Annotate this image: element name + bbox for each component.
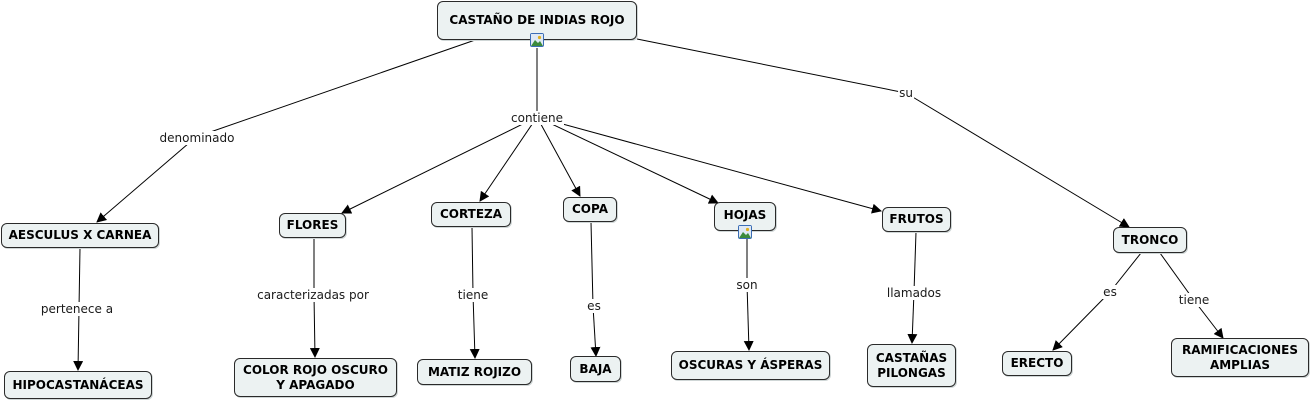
arrow-contiene-frutos [536,116,882,214]
arrow-su-tronco [905,92,1130,228]
link-label-tiene-tronco: tiene [1177,293,1211,307]
arrow-llamados-castanas [907,291,918,344]
arrow-tiene-matiz [469,293,480,359]
image-icon[interactable] [530,33,544,47]
link-label-es-copa: es [586,299,602,313]
concept-aesculus-x-carnea[interactable]: AESCULUS X CARNEA [1,223,159,248]
concept-baja[interactable]: BAJA [570,356,621,382]
link-label-es-tronco: es [1102,285,1118,299]
arrow-es-baja [590,305,601,357]
line-root-su [636,38,907,94]
link-label-pertenece: pertenece a [39,302,115,316]
line-tronco-tiene [1159,252,1194,300]
arrow-caracterizadas-color [309,294,320,358]
concept-flores[interactable]: FLORES [279,213,346,238]
line-root-denominado [195,38,479,138]
link-label-su: su [898,86,914,100]
arrow-es-erecto [1052,291,1111,351]
concept-corteza[interactable]: CORTEZA [431,202,511,227]
arrow-denominado-aesculus [96,136,197,223]
link-label-contiene: contiene [510,111,564,125]
line-aesculus-pertenece [78,247,81,310]
concept-matiz-rojizo[interactable]: MATIZ ROJIZO [417,359,532,385]
line-frutos-llamados [913,231,917,293]
concept-frutos[interactable]: FRUTOS [882,207,951,232]
concept-ramificaciones-amplias[interactable]: RAMIFICACIONES AMPLIAS [1171,338,1309,377]
arrow-contiene-flores [341,116,538,214]
link-label-son: son [735,278,759,292]
line-copa-es [590,221,594,307]
line-corteza-tiene [471,226,474,295]
concept-color-rojo-oscuro[interactable]: COLOR ROJO OSCURO Y APAGADO [234,358,397,397]
arrow-son-oscuras [743,283,754,351]
concept-oscuras-y-asperas[interactable]: OSCURAS Y ÁSPERAS [671,351,830,380]
concept-erecto[interactable]: ERECTO [1002,351,1072,376]
arrow-contiene-copa [536,116,581,197]
concept-hipocastanaceas[interactable]: HIPOCASTANÁCEAS [4,371,152,399]
concept-copa[interactable]: COPA [563,197,617,222]
link-label-caracterizadas: caracterizadas por [256,288,370,302]
arrow-contiene-corteza [479,116,538,202]
arrow-pertenece-hipo [73,308,84,371]
link-label-llamados: llamados [885,286,943,300]
link-label-denominado: denominado [158,131,236,145]
concept-tronco[interactable]: TRONCO [1113,227,1187,253]
link-label-tiene-corteza: tiene [456,288,490,302]
concept-castanas-pilongas[interactable]: CASTAÑAS PILONGAS [867,344,956,387]
image-icon[interactable] [738,225,752,239]
arrow-contiene-hojas [536,116,719,204]
